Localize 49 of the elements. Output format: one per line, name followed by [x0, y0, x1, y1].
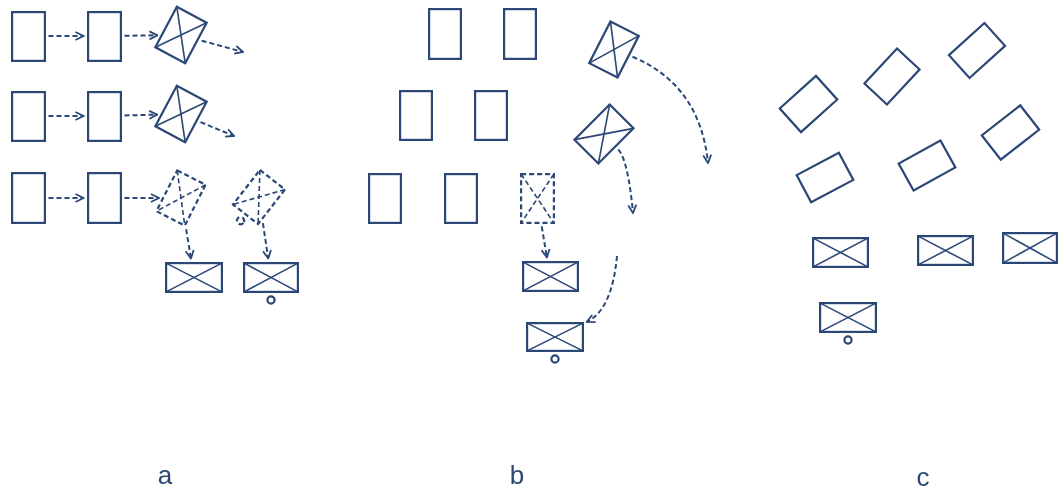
rectangle-outline [368, 172, 402, 224]
dashed-arrow [631, 55, 712, 164]
panel-letter: a [157, 462, 173, 488]
rectangle-outline [503, 8, 537, 60]
crossed-box-with-wheel-symbol [243, 261, 299, 307]
dashed-arrow [617, 148, 638, 214]
rectangle-outline [10, 172, 46, 224]
crossed-box-with-wheel-symbol [526, 322, 584, 366]
dashed-arrow [184, 228, 195, 260]
crossed-box-symbol [521, 260, 579, 292]
rectangle-outline [10, 10, 46, 62]
crossed-box-symbol [1002, 232, 1058, 264]
dashed-arrow [585, 255, 618, 323]
rectangle-outline [795, 150, 855, 204]
dashed-crossed-box-symbol [154, 168, 208, 228]
crossed-box-symbol [811, 236, 869, 268]
dashed-arrow [47, 193, 85, 203]
rectangle-outline [862, 46, 922, 106]
crossed-box-symbol [165, 261, 223, 293]
dashed-arrow [540, 225, 551, 259]
panel-letter: b [509, 462, 525, 488]
rectangle-outline [10, 90, 46, 142]
crossed-box-with-wheel-symbol [819, 301, 877, 347]
crossed-box-symbol [153, 84, 209, 144]
dashed-arrow [200, 39, 244, 55]
crossed-box-symbol [587, 19, 641, 79]
rectangle-outline [86, 172, 122, 224]
dashed-arrow [47, 111, 85, 121]
dashed-arrow [123, 193, 160, 203]
rectangle-outline [444, 172, 478, 224]
rectangle-outline [428, 8, 462, 60]
panel-letter: c [916, 464, 930, 488]
dashed-arrow [261, 222, 272, 260]
rectangle-outline [86, 90, 122, 142]
dashed-arrow [123, 109, 159, 120]
dashed-crossed-box-symbol [519, 172, 555, 224]
rectangle-outline [979, 103, 1041, 161]
crossed-box-symbol [153, 5, 209, 65]
rectangle-outline [947, 21, 1007, 79]
rectangle-outline [399, 89, 433, 141]
crossed-box-symbol [572, 102, 636, 166]
rectangle-outline [474, 89, 508, 141]
rectangle-outline [777, 74, 839, 134]
rectangle-outline [897, 138, 957, 192]
dashed-arrow [123, 30, 159, 41]
dashed-arrow [199, 121, 235, 138]
rectangle-outline [86, 10, 122, 62]
crossed-box-symbol [916, 234, 974, 266]
dashed-arrow [47, 31, 85, 41]
